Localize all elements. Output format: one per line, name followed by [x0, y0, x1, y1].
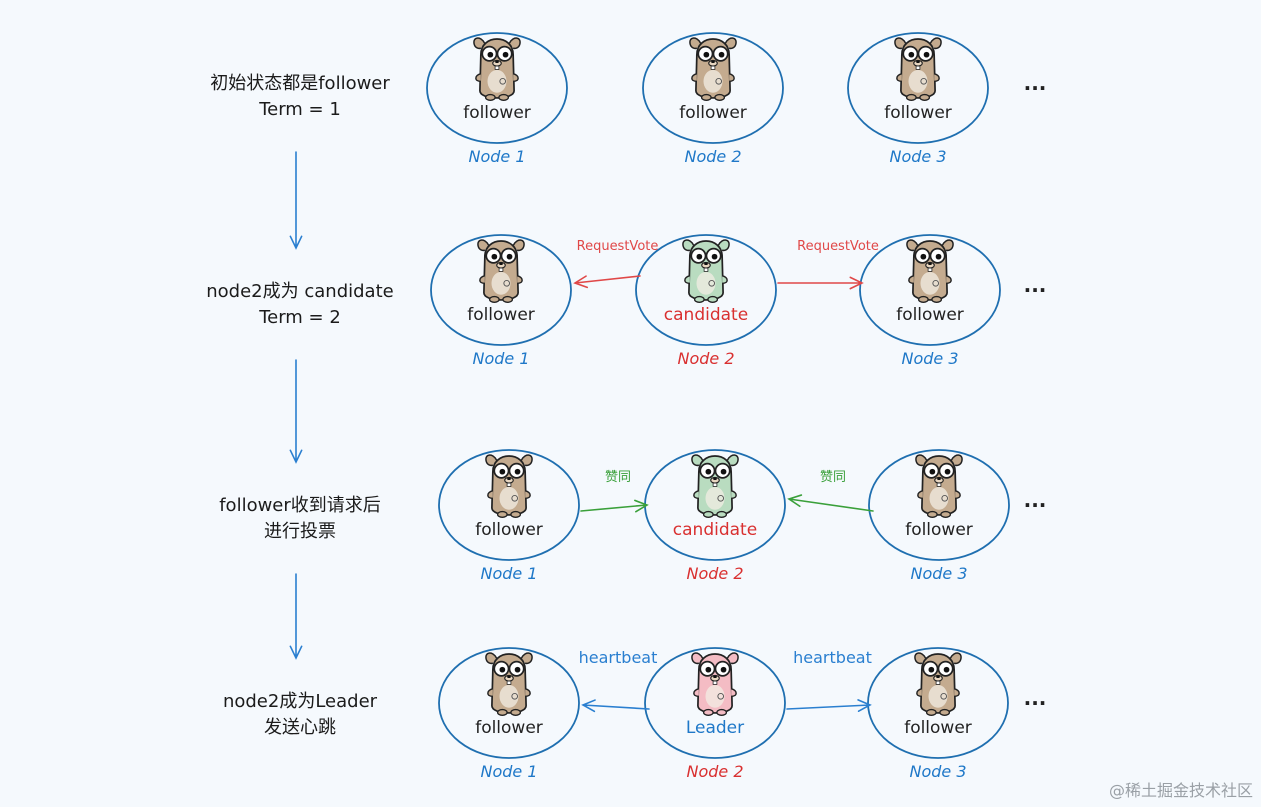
node-name-label: Node 2 [686, 564, 743, 583]
message-arrow [573, 275, 641, 289]
node-ellipse [635, 234, 777, 346]
node-role-label: follower [475, 718, 543, 738]
node-role-label: follower [884, 103, 952, 123]
message-arrow [786, 699, 872, 713]
node-role-label: candidate [673, 520, 757, 540]
gopher-icon [691, 652, 739, 717]
more-nodes-ellipsis: ... [1024, 686, 1047, 710]
node-name-label: Node 3 [889, 147, 946, 166]
node-name-label: Node 3 [901, 349, 958, 368]
message-label: heartbeat [579, 648, 658, 667]
gopher-icon [691, 454, 739, 519]
node-name-label: Node 1 [468, 147, 525, 166]
gopher-icon [915, 454, 963, 519]
step-label-line: follower收到请求后 [219, 495, 381, 516]
gopher-icon [894, 37, 942, 102]
node-role-label: follower [896, 305, 964, 325]
node-role-label: Leader [686, 718, 744, 738]
node-name-label: Node 3 [909, 762, 966, 781]
message-arrow [581, 699, 650, 713]
node-role-label: follower [679, 103, 747, 123]
message-label: 赞同 [605, 470, 631, 485]
step-label-line: node2成为 candidate [206, 281, 393, 302]
node-ellipse [426, 32, 568, 144]
node-role-label: follower [475, 520, 543, 540]
node-ellipse [868, 449, 1010, 561]
node-role-label: follower [904, 718, 972, 738]
message-label: RequestVote [797, 239, 879, 254]
more-nodes-ellipsis: ... [1024, 488, 1047, 512]
step-label-line: 发送心跳 [264, 717, 336, 738]
watermark: @稀土掘金技术社区 [1108, 781, 1253, 800]
gopher-icon [485, 652, 533, 717]
node-role-label: follower [905, 520, 973, 540]
node-ellipse [642, 32, 784, 144]
node-name-label: Node 1 [480, 564, 537, 583]
message-label: heartbeat [793, 648, 872, 667]
node-ellipse [438, 449, 580, 561]
node-role-label: follower [463, 103, 531, 123]
node-role-label: follower [467, 305, 535, 325]
gopher-icon [689, 37, 737, 102]
node-ellipse [430, 234, 572, 346]
step-label-line: 进行投票 [264, 521, 336, 542]
node-name-label: Node 2 [684, 147, 741, 166]
node-ellipse [867, 647, 1009, 759]
node-name-label: Node 1 [472, 349, 529, 368]
node-name-label: Node 2 [686, 762, 743, 781]
gopher-icon [914, 652, 962, 717]
gopher-icon [485, 454, 533, 519]
flow-arrow [289, 573, 303, 660]
more-nodes-ellipsis: ... [1024, 71, 1047, 95]
step-label-line: Term = 2 [258, 307, 341, 328]
step-label-line: node2成为Leader [223, 691, 378, 712]
gopher-icon [682, 239, 730, 304]
more-nodes-ellipsis: ... [1024, 273, 1047, 297]
node-name-label: Node 3 [910, 564, 967, 583]
step-label-line: Term = 1 [258, 99, 341, 120]
gopher-icon [477, 239, 525, 304]
flow-arrow [289, 151, 303, 250]
flow-arrow [289, 359, 303, 464]
step-label-line: 初始状态都是follower [210, 73, 390, 94]
node-ellipse [644, 647, 786, 759]
node-name-label: Node 1 [480, 762, 537, 781]
message-label: 赞同 [820, 470, 846, 485]
message-arrow [580, 499, 649, 513]
message-arrow [777, 276, 864, 290]
node-ellipse [847, 32, 989, 144]
node-ellipse [438, 647, 580, 759]
gopher-icon [906, 239, 954, 304]
gopher-icon [473, 37, 521, 102]
message-label: RequestVote [577, 239, 659, 254]
node-role-label: candidate [664, 305, 748, 325]
node-name-label: Node 2 [677, 349, 734, 368]
node-ellipse [859, 234, 1001, 346]
message-arrow [787, 494, 874, 512]
